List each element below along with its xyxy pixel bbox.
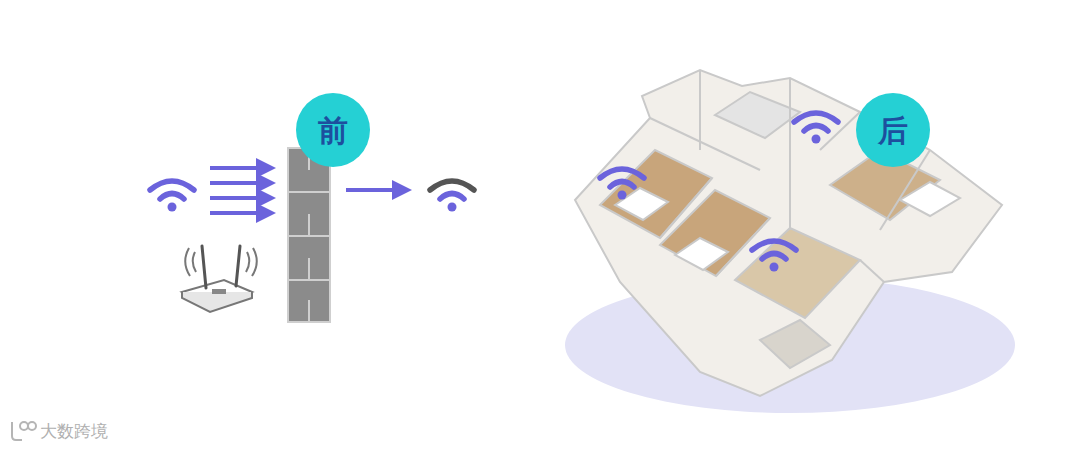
badge-circle: 后 [856, 93, 930, 167]
wall [716, 218, 770, 276]
signal-arrow [210, 211, 272, 215]
signal-arrow [210, 166, 272, 170]
wifi-icon [752, 241, 796, 272]
badge-fill [296, 93, 370, 167]
floor-plan [575, 70, 1002, 396]
brick-wall [288, 148, 330, 322]
wall [660, 178, 712, 238]
badge-fill [856, 93, 930, 167]
wifi-icon [600, 169, 644, 200]
brick-joint [308, 300, 310, 322]
house-base [575, 70, 1002, 396]
badge-text: 前 [318, 114, 348, 147]
brick-joint [308, 258, 310, 280]
watermark-logo [12, 422, 36, 440]
signal-arrow [210, 196, 272, 200]
signal-arrow [210, 181, 272, 185]
bath-floor [715, 92, 800, 138]
weak-wifi-icon [430, 181, 474, 212]
watermark-text: 大数跨境 [40, 420, 108, 443]
router-icon [182, 246, 257, 312]
brick [288, 280, 330, 322]
wifi-icon [150, 181, 194, 212]
balcony-floor [760, 320, 830, 368]
signal-arrow [346, 188, 408, 192]
living-floor [735, 228, 860, 318]
brick [288, 236, 330, 280]
sofa [900, 182, 960, 216]
wall [789, 78, 791, 230]
signal-arrows [210, 168, 272, 213]
wall [860, 260, 884, 282]
badge-text: 后 [878, 114, 908, 147]
bed [675, 238, 728, 270]
wifi-icon [794, 113, 838, 144]
wall [650, 118, 760, 170]
badge-circle: 前 [296, 93, 370, 167]
brick-joint [308, 214, 310, 236]
brick [288, 192, 330, 236]
wall [699, 70, 701, 150]
